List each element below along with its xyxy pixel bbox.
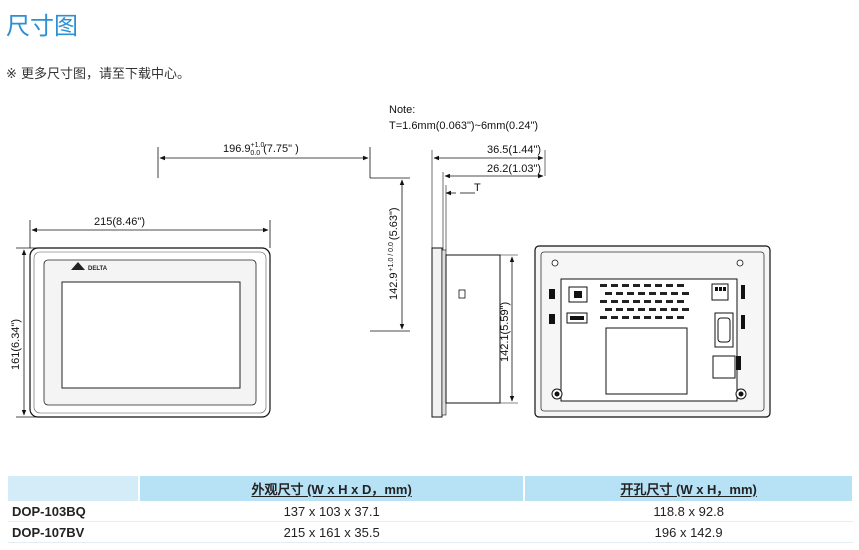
front-view: DELTA — [29, 247, 271, 418]
table-row: DOP-107BV 215 x 161 x 35.5 196 x 142.9 — [8, 521, 853, 543]
cutout-height-label: 142.9+1.0 / 0.0(5.63") — [388, 207, 400, 300]
model-cell: DOP-107BV — [8, 521, 139, 543]
external-size-cell: 215 x 161 x 35.5 — [139, 521, 525, 543]
page-title: 尺寸图 — [6, 12, 78, 40]
dimension-drawing: Note: T=1.6mm(0.063")~6mm(0.24") 196.9+1… — [10, 104, 771, 418]
cutout-size-cell: 118.8 x 92.8 — [524, 501, 853, 522]
header-model — [8, 476, 140, 501]
side-height-label: 142.1(5.59") — [499, 302, 511, 362]
side-body-label: 26.2(1.03") — [487, 163, 541, 175]
header-external-size: 外观尺寸 (W x H x D，mm) — [139, 476, 526, 501]
side-thickness-label: T — [474, 182, 481, 194]
header-cutout-size: 开孔尺寸 (W x H，mm) — [524, 476, 854, 501]
side-view: 36.5(1.44") 26.2(1.03") T 142.1(5.59") — [431, 144, 546, 418]
rear-view — [534, 245, 771, 418]
external-size-cell: 137 x 103 x 37.1 — [139, 501, 525, 522]
table-row: DOP-103BQ 137 x 103 x 37.1 118.8 x 92.8 — [8, 501, 853, 522]
brand-text: DELTA — [88, 266, 108, 272]
note-title: Note: — [389, 104, 415, 116]
lan-port-icon — [712, 355, 736, 379]
dimension-spec-table: 外观尺寸 (W x H x D，mm) 开孔尺寸 (W x H，mm) DOP-… — [8, 476, 854, 543]
front-width-label: 215(8.46") — [94, 216, 145, 228]
table-header-row: 外观尺寸 (W x H x D，mm) 开孔尺寸 (W x H，mm) — [8, 476, 854, 501]
power-terminal-icon — [711, 283, 729, 301]
note-value: T=1.6mm(0.063")~6mm(0.24") — [389, 120, 538, 132]
delta-logo-icon — [71, 262, 85, 270]
front-height-label: 161(6.34") — [10, 319, 22, 370]
download-note: ※ 更多尺寸图，请至下载中心。 — [6, 67, 191, 82]
cutout-size-cell: 196 x 142.9 — [524, 521, 853, 543]
side-depth-label: 36.5(1.44") — [487, 144, 541, 156]
model-cell: DOP-103BQ — [8, 501, 139, 522]
